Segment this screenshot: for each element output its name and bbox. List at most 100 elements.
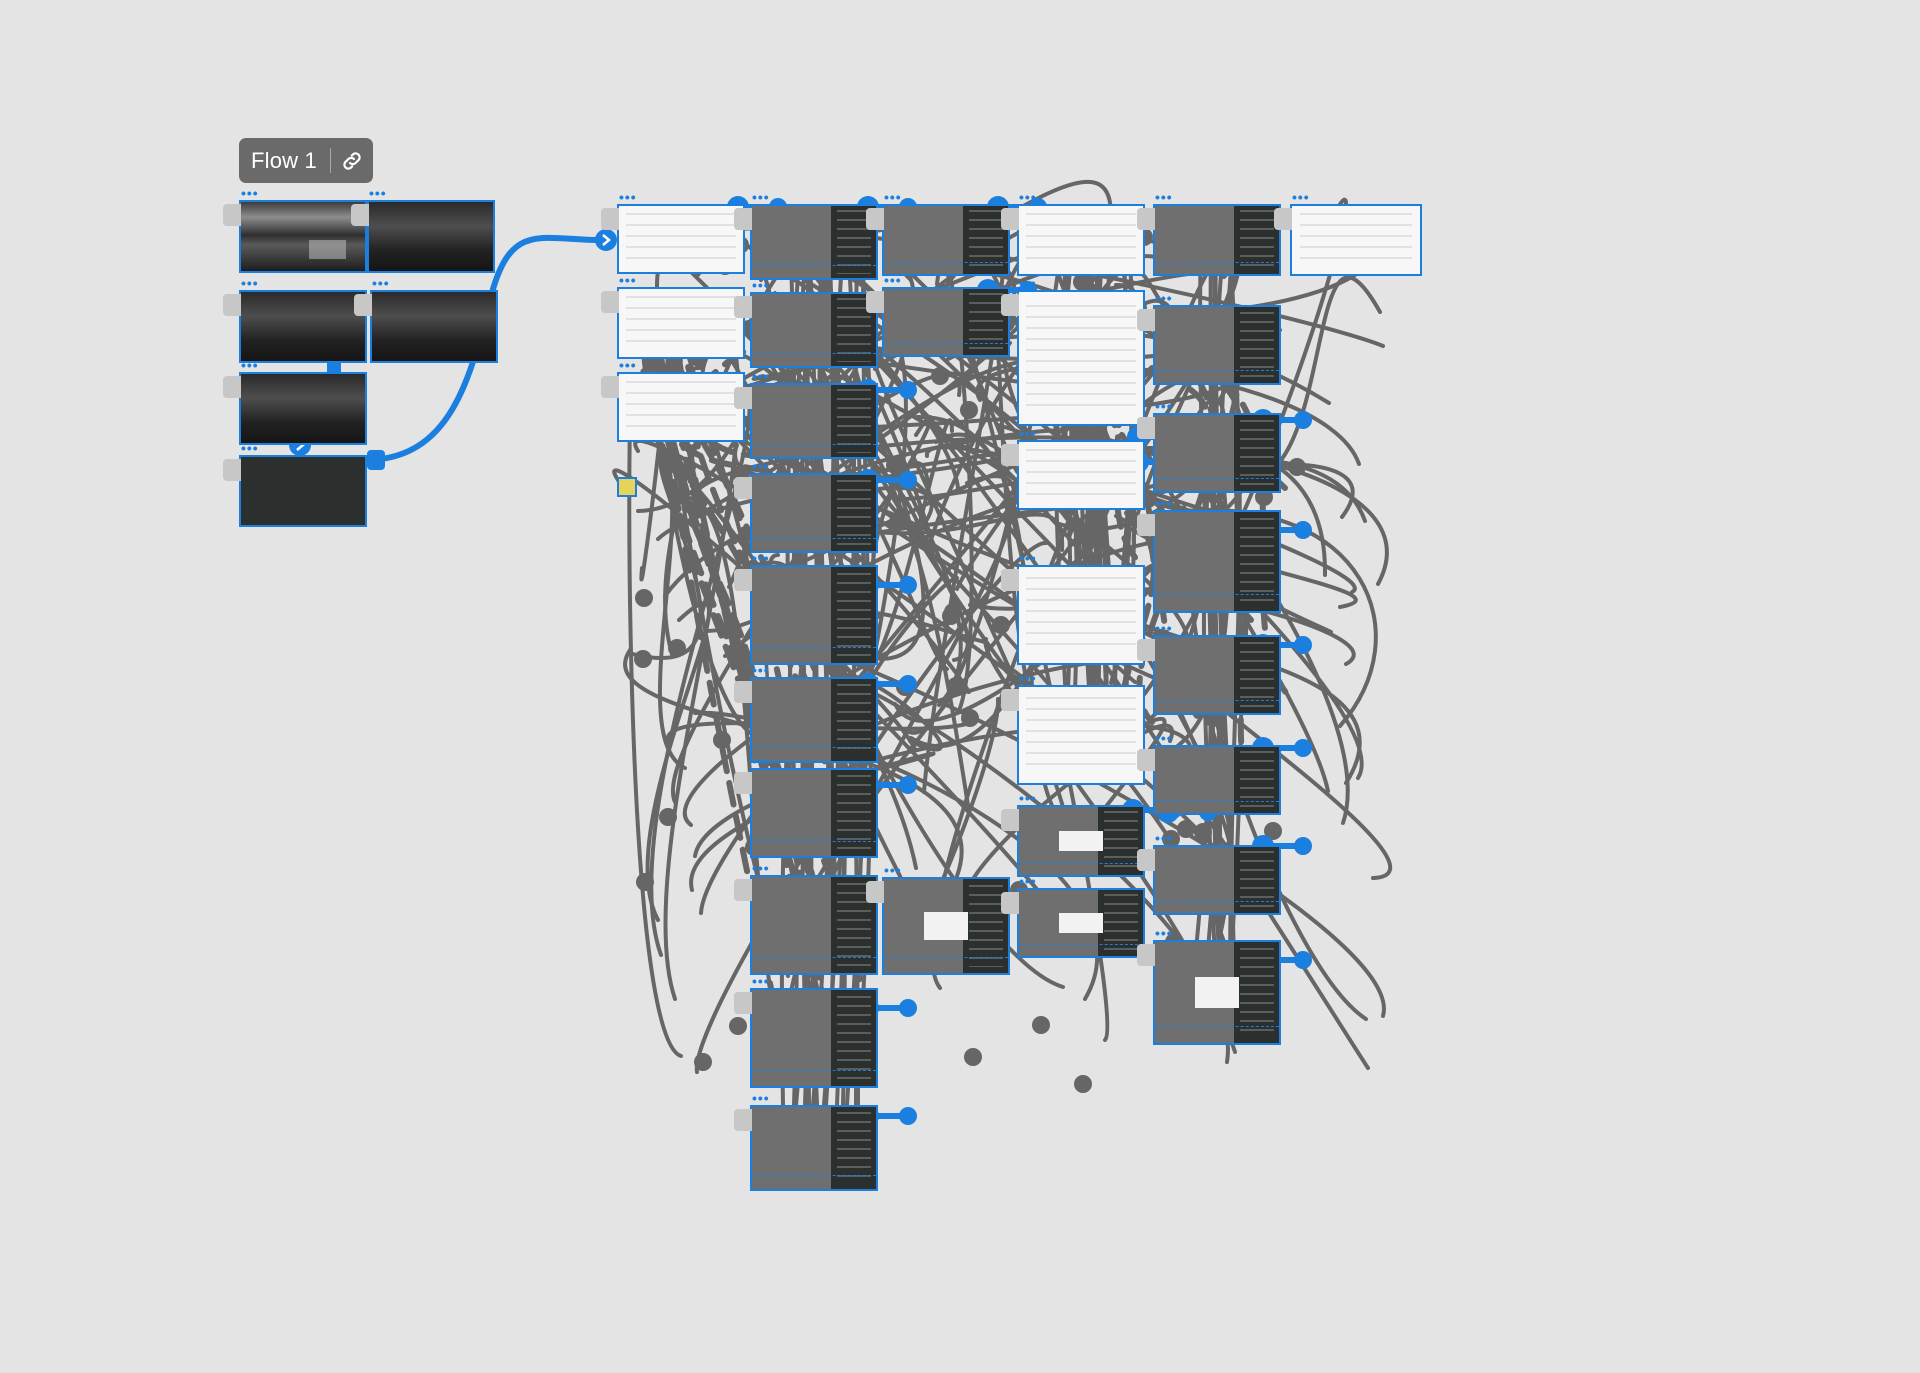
artboard-thumbnail[interactable] [882, 287, 1010, 357]
artboard-more-menu[interactable]: ••• [752, 189, 770, 205]
artboard-home-tab[interactable] [1274, 208, 1292, 230]
artboard-thumbnail[interactable] [617, 372, 745, 442]
artboard-home-tab[interactable] [1001, 444, 1019, 466]
artboard-thumbnail[interactable] [239, 372, 367, 445]
artboard-home-tab[interactable] [1001, 809, 1019, 831]
artboard-home-tab[interactable] [351, 204, 369, 226]
artboard-more-menu[interactable]: ••• [1155, 830, 1173, 846]
artboard-home-tab[interactable] [1001, 689, 1019, 711]
artboard-thumbnail[interactable] [750, 988, 878, 1088]
artboard-home-tab[interactable] [734, 387, 752, 409]
artboard-more-menu[interactable]: ••• [1155, 730, 1173, 746]
artboard-more-menu[interactable]: ••• [752, 753, 770, 769]
artboard-more-menu[interactable]: ••• [1155, 925, 1173, 941]
artboard-home-tab[interactable] [1137, 514, 1155, 536]
artboard-home-tab[interactable] [866, 208, 884, 230]
artboard-thumbnail[interactable] [1017, 685, 1145, 785]
link-icon[interactable] [331, 138, 373, 183]
artboard-more-menu[interactable]: ••• [241, 275, 259, 291]
artboard-thumbnail[interactable] [750, 875, 878, 975]
artboard-more-menu[interactable]: ••• [1019, 425, 1037, 441]
artboard-thumbnail[interactable] [750, 383, 878, 459]
artboard-home-tab[interactable] [734, 681, 752, 703]
artboard-thumbnail[interactable] [1153, 940, 1281, 1045]
artboard-thumbnail[interactable] [1017, 805, 1145, 877]
artboard-more-menu[interactable]: ••• [1019, 790, 1037, 806]
artboard-home-tab[interactable] [1137, 639, 1155, 661]
artboard-thumbnail[interactable] [1017, 440, 1145, 510]
artboard-thumbnail[interactable] [617, 477, 637, 497]
artboard-thumbnail[interactable] [1153, 635, 1281, 715]
artboard-more-menu[interactable]: ••• [1155, 290, 1173, 306]
artboard-more-menu[interactable]: ••• [619, 272, 637, 288]
artboard-home-tab[interactable] [1137, 417, 1155, 439]
artboard-more-menu[interactable]: ••• [1019, 189, 1037, 205]
artboard-thumbnail[interactable] [750, 768, 878, 858]
artboard-more-menu[interactable]: ••• [752, 458, 770, 474]
artboard-home-tab[interactable] [223, 459, 241, 481]
artboard-thumbnail[interactable] [617, 287, 745, 359]
artboard-thumbnail[interactable] [367, 200, 495, 273]
artboard-home-tab[interactable] [734, 1109, 752, 1131]
artboard-more-menu[interactable]: ••• [372, 275, 390, 291]
artboard-thumbnail[interactable] [1290, 204, 1422, 276]
artboard-home-tab[interactable] [734, 208, 752, 230]
artboard-more-menu[interactable]: ••• [752, 662, 770, 678]
artboard-more-menu[interactable]: ••• [884, 189, 902, 205]
flow-label-chip[interactable]: Flow 1 [239, 138, 373, 183]
artboard-home-tab[interactable] [1001, 892, 1019, 914]
artboard-home-tab[interactable] [734, 477, 752, 499]
artboard-home-tab[interactable] [601, 291, 619, 313]
artboard-home-tab[interactable] [1137, 944, 1155, 966]
artboard-thumbnail[interactable] [1017, 888, 1145, 958]
artboard-home-tab[interactable] [1137, 849, 1155, 871]
artboard-thumbnail[interactable] [882, 877, 1010, 975]
artboard-thumbnail[interactable] [750, 565, 878, 665]
artboard-more-menu[interactable]: ••• [752, 277, 770, 293]
artboard-home-tab[interactable] [1137, 309, 1155, 331]
artboard-more-menu[interactable]: ••• [241, 357, 259, 373]
artboard-home-tab[interactable] [354, 294, 372, 316]
artboard-more-menu[interactable]: ••• [1155, 495, 1173, 511]
artboard-thumbnail[interactable] [750, 473, 878, 553]
artboard-more-menu[interactable]: ••• [884, 272, 902, 288]
artboard-home-tab[interactable] [1137, 208, 1155, 230]
artboard-thumbnail[interactable] [1153, 305, 1281, 385]
artboard-thumbnail[interactable] [617, 204, 745, 274]
artboard-more-menu[interactable]: ••• [1155, 620, 1173, 636]
artboard-thumbnail[interactable] [1017, 565, 1145, 665]
artboard-thumbnail[interactable] [239, 290, 367, 363]
artboard-more-menu[interactable]: ••• [884, 862, 902, 878]
artboard-home-tab[interactable] [866, 291, 884, 313]
artboard-more-menu[interactable]: ••• [1019, 670, 1037, 686]
flow-name[interactable]: Flow 1 [251, 147, 317, 173]
artboard-thumbnail[interactable] [750, 677, 878, 763]
artboard-more-menu[interactable]: ••• [1019, 550, 1037, 566]
artboard-home-tab[interactable] [734, 879, 752, 901]
artboard-home-tab[interactable] [1001, 294, 1019, 316]
artboard-more-menu[interactable]: ••• [1155, 189, 1173, 205]
artboard-more-menu[interactable]: ••• [752, 368, 770, 384]
artboard-thumbnail[interactable] [1153, 510, 1281, 613]
artboard-more-menu[interactable]: ••• [752, 550, 770, 566]
artboard-more-menu[interactable]: ••• [1019, 275, 1037, 291]
artboard-home-tab[interactable] [223, 376, 241, 398]
artboard-more-menu[interactable]: ••• [619, 189, 637, 205]
artboard-more-menu[interactable]: ••• [1019, 873, 1037, 889]
artboard-thumbnail[interactable] [239, 200, 367, 273]
artboard-home-tab[interactable] [1137, 749, 1155, 771]
artboard-thumbnail[interactable] [239, 455, 367, 527]
artboard-more-menu[interactable]: ••• [619, 357, 637, 373]
artboard-home-tab[interactable] [601, 376, 619, 398]
artboard-thumbnail[interactable] [1017, 204, 1145, 276]
artboard-more-menu[interactable]: ••• [752, 973, 770, 989]
artboard-more-menu[interactable]: ••• [752, 860, 770, 876]
artboard-home-tab[interactable] [734, 772, 752, 794]
artboard-thumbnail[interactable] [750, 1105, 878, 1191]
artboard-thumbnail[interactable] [1017, 290, 1145, 426]
artboard-more-menu[interactable]: ••• [241, 440, 259, 456]
artboard-home-tab[interactable] [734, 569, 752, 591]
artboard-more-menu[interactable]: ••• [369, 185, 387, 201]
artboard-thumbnail[interactable] [1153, 745, 1281, 815]
artboard-thumbnail[interactable] [882, 204, 1010, 276]
